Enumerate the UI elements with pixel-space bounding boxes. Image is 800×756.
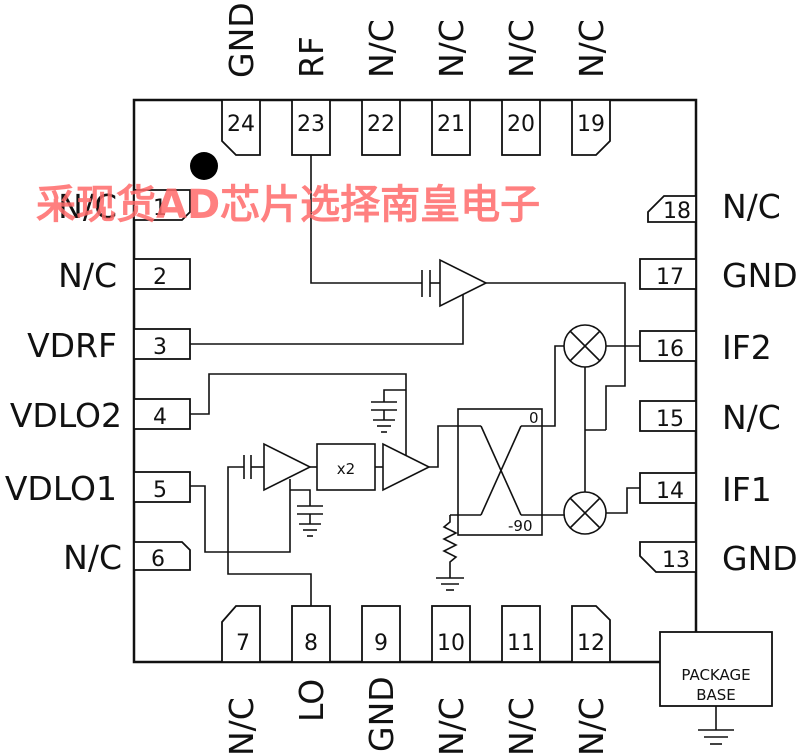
hybrid-0-wire: [521, 345, 564, 427]
hybrid-cross-b: [480, 425, 522, 516]
pin-5: 5 VDLO1: [5, 469, 191, 508]
pin-18-label: N/C: [722, 187, 781, 226]
pin-6-label: N/C: [63, 538, 122, 577]
pin-8: 8 LO: [291, 605, 331, 722]
pin-10-number: 10: [437, 631, 465, 656]
pin-2-label: N/C: [58, 256, 117, 295]
vdrf-bias-wire: [190, 294, 464, 345]
pin-3-number: 3: [153, 335, 167, 360]
pin-20-number: 20: [507, 112, 535, 137]
pin-17: 17 GND: [639, 256, 798, 295]
pin-15-number: 15: [656, 407, 684, 432]
pin-18: 18 N/C: [647, 187, 781, 226]
pin-12: 12 N/C: [571, 605, 611, 756]
pin-9-number: 9: [374, 631, 388, 656]
pin-17-number: 17: [656, 265, 684, 290]
pin-19-label: N/C: [572, 19, 611, 78]
lo-to-hybrid-wire: [429, 425, 458, 468]
hybrid-port-0-label: 0: [529, 409, 539, 427]
pin-4-number: 4: [153, 405, 167, 430]
pin-6-number: 6: [151, 547, 165, 572]
vdlo2-bias-wire: [190, 373, 407, 456]
pin-22-number: 22: [367, 112, 395, 137]
quadrature-hybrid: [457, 408, 543, 536]
pin-2: 2 N/C: [58, 256, 191, 295]
package-base-label-1: PACKAGE: [681, 666, 750, 684]
pin-14-label: IF1: [722, 470, 772, 509]
pin-7-label: N/C: [222, 697, 261, 756]
pin-15-label: N/C: [722, 398, 781, 437]
doubler-label: x2: [337, 460, 355, 478]
pin-4: 4 VDLO2: [10, 396, 191, 435]
pin-11-label: N/C: [502, 697, 541, 756]
pin-19-number: 19: [577, 112, 605, 137]
package-base-label-2: BASE: [696, 686, 736, 704]
pin-10-label: N/C: [432, 697, 471, 756]
pin-9: 9 GND: [361, 605, 401, 752]
pin-24-number: 24: [227, 112, 255, 137]
pin-1: 1 N/C: [58, 187, 191, 226]
pin-22-label: N/C: [362, 19, 401, 78]
vdlo1-bias-wire: [190, 479, 291, 553]
pin-12-label: N/C: [572, 697, 611, 756]
pin-16: 16 IF2: [639, 328, 772, 367]
pin-14: 14 IF1: [639, 470, 772, 509]
pin-16-number: 16: [656, 337, 684, 362]
pin-1-number: 1: [153, 196, 167, 221]
pin-24-label: GND: [222, 2, 261, 78]
vdlo2-decoupling-cap: [371, 389, 406, 433]
pin-17-label: GND: [722, 256, 798, 295]
pin-15: 15 N/C: [639, 398, 781, 437]
pin-5-label: VDLO1: [5, 469, 117, 508]
pin-20: 20 N/C: [501, 19, 541, 156]
rf-to-mixers-wire: [486, 282, 626, 430]
pin-18-number: 18: [663, 199, 691, 224]
pin1-dot: [190, 152, 218, 180]
pin-6: 6 N/C: [63, 538, 191, 577]
pin-13-number: 13: [662, 548, 690, 573]
pin-11-number: 11: [507, 631, 535, 656]
pin-13-label: GND: [722, 539, 798, 578]
pin-2-number: 2: [153, 265, 167, 290]
pin-4-label: VDLO2: [10, 396, 122, 435]
if1-wire: [606, 487, 640, 514]
pin-16-label: IF2: [722, 328, 772, 367]
pin-1-label: N/C: [58, 187, 117, 226]
pin-21-number: 21: [437, 112, 465, 137]
pin-10: 10 N/C: [431, 605, 471, 756]
pin-23: 23 RF: [291, 36, 331, 156]
pin-7-number: 7: [236, 631, 250, 656]
pin-19: 19 N/C: [571, 19, 611, 156]
pin-23-label: RF: [292, 36, 331, 78]
pin-21-label: N/C: [432, 19, 471, 78]
pin-21: 21 N/C: [431, 19, 471, 156]
pin-3-label: VDRF: [27, 326, 117, 365]
pin-7: 7 N/C: [221, 605, 261, 756]
hybrid-port-90-label: -90: [508, 517, 533, 535]
pin-8-number: 8: [304, 631, 318, 656]
pin-12-number: 12: [577, 631, 605, 656]
pin-13: 13 GND: [639, 539, 798, 578]
rf-path: [310, 155, 440, 297]
watermark-text: 采现货AD芯片选择南皇电子: [36, 182, 540, 228]
pin-14-number: 14: [656, 479, 684, 504]
package-base: PACKAGE BASE: [659, 631, 773, 745]
pin-24: 24 GND: [221, 2, 261, 156]
pin-11: 11 N/C: [501, 605, 541, 756]
pin-3: 3 VDRF: [27, 326, 191, 365]
pin-20-label: N/C: [502, 19, 541, 78]
vdlo1-decoupling-cap: [290, 489, 323, 537]
pin-5-number: 5: [153, 478, 167, 503]
pin-22: 22 N/C: [361, 19, 401, 156]
termination-resistor: [436, 515, 464, 591]
pin-9-label: GND: [362, 676, 401, 752]
pin-8-label: LO: [292, 679, 331, 722]
lo-input-cap: [227, 455, 312, 606]
pin-23-number: 23: [297, 112, 325, 137]
